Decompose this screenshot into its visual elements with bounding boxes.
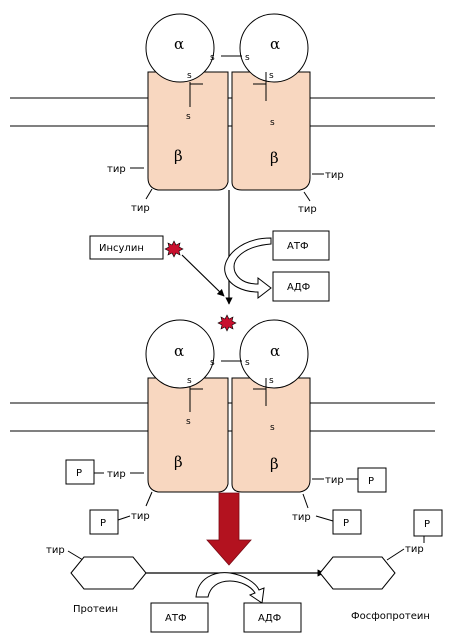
phosphate-bond — [117, 515, 131, 521]
phosphate-box — [357, 467, 387, 493]
s-label: s — [210, 358, 215, 368]
signal-transduction-arrow — [206, 492, 252, 566]
phosphate-label: P — [424, 519, 430, 530]
beta-label-right: β — [270, 455, 279, 473]
beta-label-left: β — [174, 453, 183, 471]
tyr-label: тир — [131, 203, 150, 214]
tyr-bond — [67, 550, 84, 561]
receptor-active: α α β β s s s s s s P тир P тир тир P ти… — [10, 314, 435, 535]
phosphoprotein-shape — [319, 556, 396, 590]
phosphate-label: P — [100, 518, 106, 529]
beta-subunit-left — [147, 377, 229, 493]
bound-insulin-molecule — [217, 314, 237, 332]
s-label: s — [245, 358, 250, 368]
alpha-label-left: α — [174, 342, 184, 360]
adp-box — [243, 602, 302, 633]
beta-subunit-right — [231, 377, 311, 493]
receptor-inactive: α α β β s s s s s s тир тир тир тир — [10, 13, 435, 215]
s-label: s — [187, 376, 192, 386]
adp-label: АДФ — [287, 282, 311, 293]
alpha-subunit-left — [145, 13, 215, 83]
alpha-subunit-left — [145, 319, 215, 389]
tyr-label: тир — [107, 469, 126, 480]
beta-label-left: β — [174, 147, 183, 165]
insulin-binding-arrow — [181, 254, 225, 297]
phosphate-box — [65, 459, 95, 485]
insulin-label: Инсулин — [99, 243, 144, 254]
protein-label: Протеин — [73, 604, 118, 615]
s-label: s — [270, 118, 275, 128]
alpha-label-right: α — [270, 342, 280, 360]
beta-label-right: β — [270, 149, 279, 167]
alpha-subunit-right — [239, 13, 309, 83]
phosphate-box — [89, 509, 119, 535]
insulin-box — [89, 235, 164, 260]
beta-subunit-left — [147, 71, 229, 191]
s-label: s — [269, 71, 274, 81]
phosphate-label: P — [76, 468, 82, 479]
s-label: s — [187, 71, 192, 81]
atp-label: АТФ — [287, 241, 309, 252]
tyr-bond — [145, 188, 153, 200]
phosphate-label: P — [343, 518, 349, 529]
phosphoprotein-label: Фосфопротеин — [351, 611, 430, 622]
atp-box — [272, 230, 330, 261]
tyr-label: тир — [405, 544, 424, 555]
phosphate-label: P — [368, 476, 374, 487]
tyr-label: тир — [325, 475, 344, 486]
s-label: s — [245, 53, 250, 63]
phosphate-bond — [315, 515, 334, 522]
atp-box — [150, 602, 209, 633]
s-label: s — [269, 376, 274, 386]
s-label: s — [270, 423, 275, 433]
tyr-bond — [303, 191, 311, 202]
atp-to-adp-curved-arrow — [224, 237, 272, 300]
tyr-bond — [302, 493, 309, 509]
phosphate-box — [413, 509, 443, 537]
alpha-subunit-right — [239, 319, 309, 389]
beta-subunit-right — [231, 71, 311, 191]
tyr-bond — [386, 548, 405, 561]
protein-shape — [70, 556, 147, 590]
adp-label: АДФ — [258, 613, 282, 624]
tyr-label: тир — [46, 545, 65, 556]
tyr-label: тир — [298, 204, 317, 215]
alpha-label-left: α — [174, 35, 184, 53]
atp-label: АТФ — [165, 613, 187, 624]
insulin-molecule — [164, 240, 184, 258]
adp-box — [272, 271, 330, 302]
s-label: s — [210, 53, 215, 63]
tyr-label: тир — [292, 512, 311, 523]
tyr-label: тир — [107, 164, 126, 175]
phosphate-box — [332, 509, 362, 535]
tyr-bond — [145, 491, 153, 507]
s-label: s — [186, 417, 191, 427]
s-label: s — [186, 112, 191, 122]
atp-to-adp-curved-arrow — [195, 572, 265, 604]
alpha-label-right: α — [270, 35, 280, 53]
tyr-label: тир — [325, 170, 344, 181]
tyr-label: тир — [131, 511, 150, 522]
